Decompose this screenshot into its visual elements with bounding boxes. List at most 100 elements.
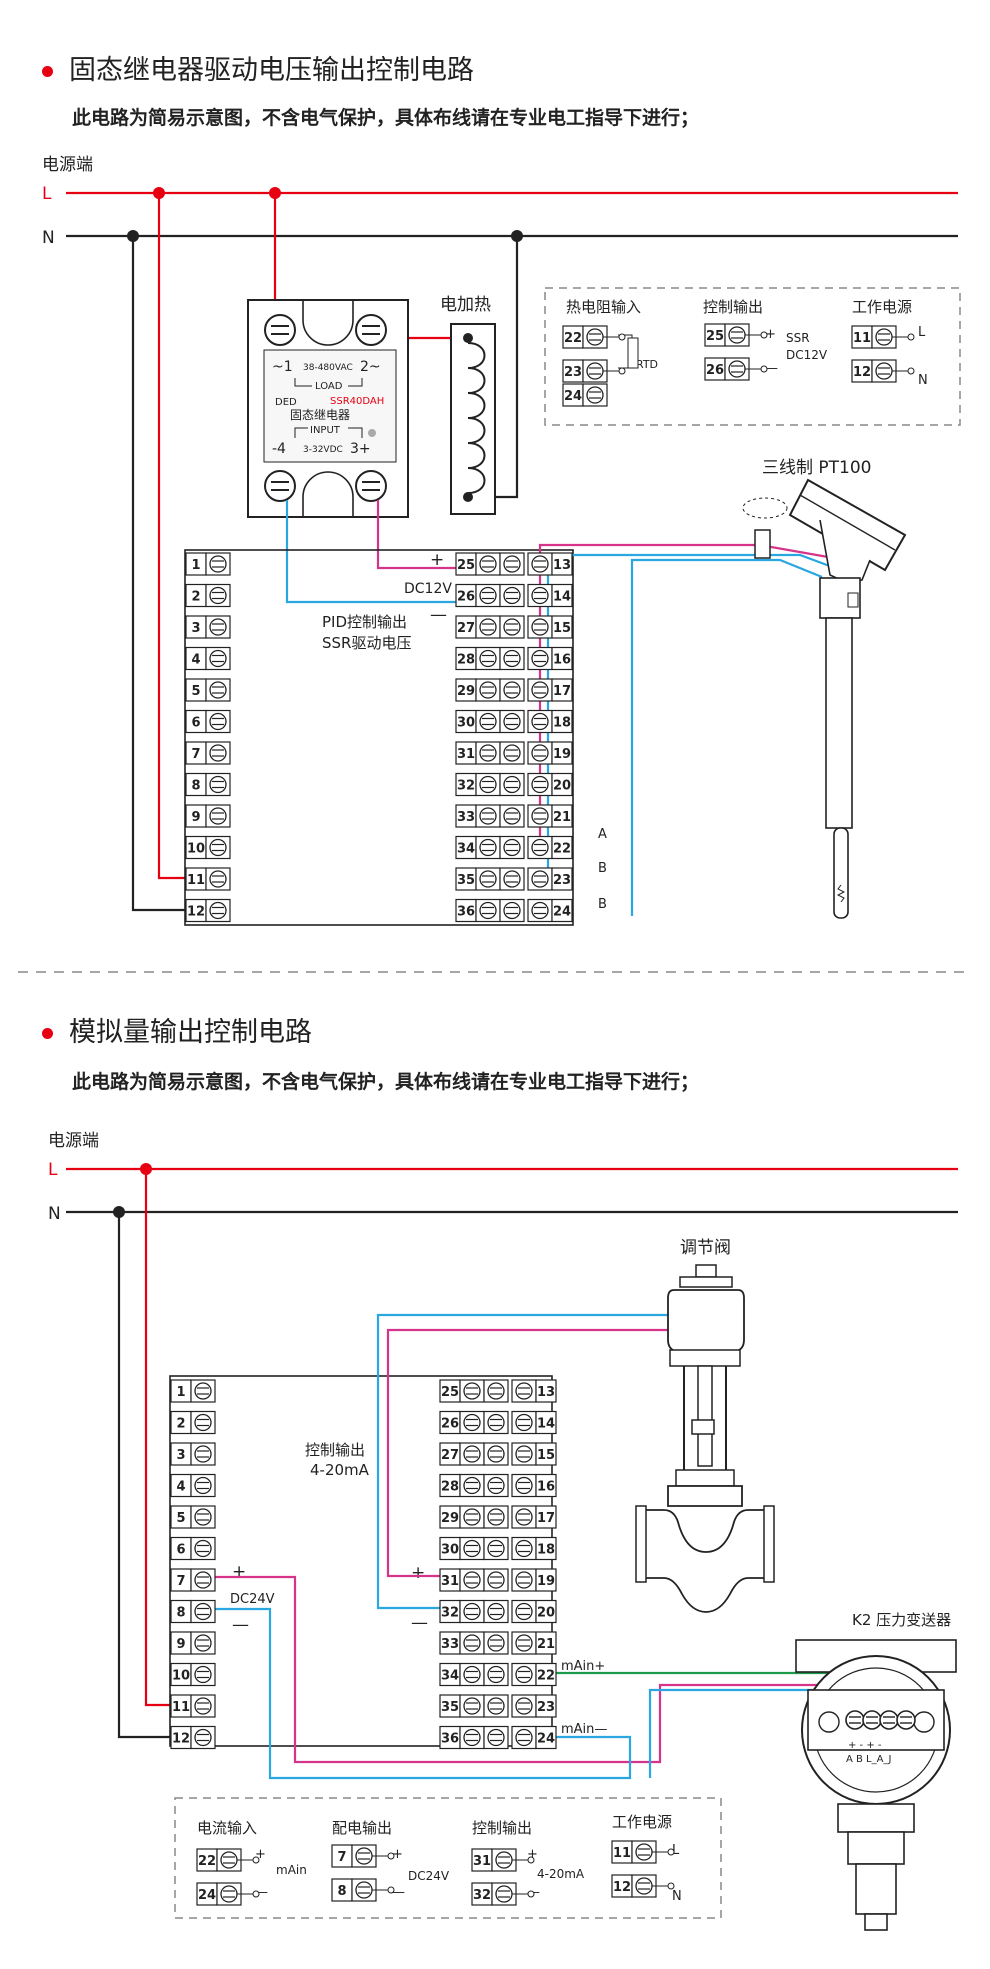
svg-text:+: + bbox=[765, 327, 776, 342]
terminal-22: 22 bbox=[527, 835, 573, 860]
terminal-label: 12 bbox=[172, 1732, 190, 1747]
terminal-17: 17 bbox=[527, 678, 573, 702]
legend-terminal-8: 8 bbox=[331, 1878, 377, 1902]
section2-note: 此电路为简易示意图，不含电气保护，具体布线请在专业电工指导下进行； bbox=[72, 1071, 700, 1093]
terminal-14: 14 bbox=[511, 1410, 557, 1435]
terminal-label: 16 bbox=[553, 653, 571, 668]
terminal-36: 36 bbox=[455, 898, 525, 923]
terminal-24: 24 bbox=[511, 1725, 557, 1750]
terminal-5: 5 bbox=[185, 678, 231, 702]
terminal-18: 18 bbox=[511, 1536, 557, 1561]
terminal-label: 24 bbox=[198, 1888, 216, 1903]
terminal-label: 30 bbox=[441, 1543, 459, 1558]
terminal-label: 26 bbox=[457, 590, 475, 605]
svg-text:电源端: 电源端 bbox=[48, 1131, 99, 1151]
controller-terminal-block-2 bbox=[169, 1375, 553, 1747]
svg-text:B: B bbox=[598, 897, 607, 912]
terminal-30: 30 bbox=[439, 1536, 509, 1561]
terminal-33: 33 bbox=[455, 804, 525, 828]
legend-terminal-22: 22 bbox=[562, 325, 608, 349]
terminal-35: 35 bbox=[455, 867, 525, 891]
terminal-10: 10 bbox=[185, 835, 231, 860]
terminal-label: 32 bbox=[441, 1606, 459, 1621]
terminal-7: 7 bbox=[185, 741, 231, 765]
terminal-9: 9 bbox=[170, 1631, 216, 1655]
svg-text:DC24V: DC24V bbox=[230, 1592, 275, 1607]
terminal-2: 2 bbox=[185, 583, 231, 608]
legend-section2: 电流输入 配电输出 控制输出 工作电源 + mAin — + DC24V — +… bbox=[174, 1797, 722, 1919]
terminal-8: 8 bbox=[185, 772, 231, 797]
svg-text:—: — bbox=[411, 1613, 428, 1633]
terminal-label: 31 bbox=[473, 1854, 491, 1869]
terminal-23: 23 bbox=[527, 867, 573, 891]
terminal-32: 32 bbox=[439, 1599, 509, 1624]
terminal-33: 33 bbox=[439, 1631, 509, 1655]
terminal-25: 25 bbox=[455, 552, 525, 576]
legend-terminal-11: 11 bbox=[851, 325, 897, 349]
svg-text:+: + bbox=[527, 1847, 538, 1862]
svg-text:控制输出: 控制输出 bbox=[703, 298, 763, 316]
terminal-16: 16 bbox=[527, 646, 573, 671]
terminal-label: 35 bbox=[457, 873, 475, 888]
terminal-label: 36 bbox=[457, 905, 475, 920]
terminal-label: 10 bbox=[172, 1669, 190, 1684]
terminal-label: 24 bbox=[537, 1732, 555, 1747]
terminal-1: 1 bbox=[170, 1379, 216, 1403]
svg-text:+: + bbox=[255, 1847, 266, 1862]
svg-text:DED: DED bbox=[275, 397, 297, 408]
terminal-label: 22 bbox=[537, 1669, 555, 1684]
terminal-3: 3 bbox=[185, 615, 231, 639]
svg-text:调节阀: 调节阀 bbox=[680, 1238, 731, 1258]
terminal-label: 26 bbox=[441, 1417, 459, 1432]
terminal-label: 29 bbox=[441, 1511, 459, 1526]
terminal-label: 28 bbox=[441, 1480, 459, 1495]
bullet-icon bbox=[42, 66, 53, 77]
section2-title: 模拟量输出控制电路 bbox=[42, 1010, 312, 1049]
terminal-label: 27 bbox=[457, 621, 475, 636]
terminal-label: 23 bbox=[564, 365, 582, 380]
svg-text:B: B bbox=[598, 861, 607, 876]
terminal-label: 7 bbox=[176, 1574, 185, 1589]
terminal-12: 12 bbox=[185, 898, 231, 923]
terminal-label: 11 bbox=[187, 873, 205, 888]
svg-text:4-20mA: 4-20mA bbox=[537, 1867, 585, 1881]
legend-section1: 热电阻输入 控制输出 工作电源 RTD + SSR DC12V — L N bbox=[544, 287, 961, 426]
terminal-label: 12 bbox=[853, 365, 871, 380]
svg-text:3-32VDC: 3-32VDC bbox=[303, 445, 343, 455]
svg-text:4-20mA: 4-20mA bbox=[310, 1461, 370, 1479]
legend-terminal-11: 11 bbox=[611, 1840, 657, 1864]
terminal-label: 12 bbox=[187, 905, 205, 920]
svg-text:—: — bbox=[232, 1615, 249, 1635]
legend-terminal-23: 23 bbox=[562, 359, 608, 383]
pt100-sensor: 三线制 PT100 bbox=[742, 458, 907, 919]
svg-text:+ - + -: + - + - bbox=[848, 1740, 882, 1751]
terminal-11: 11 bbox=[185, 867, 231, 891]
terminal-label: 1 bbox=[191, 558, 200, 573]
svg-text:+: + bbox=[411, 1563, 425, 1583]
svg-text:PID控制输出: PID控制输出 bbox=[322, 613, 407, 631]
terminal-label: 3 bbox=[191, 621, 200, 636]
legend-terminal-24: 24 bbox=[562, 383, 608, 407]
terminal-29: 29 bbox=[455, 678, 525, 702]
terminal-label: 22 bbox=[553, 842, 571, 857]
terminal-28: 28 bbox=[455, 646, 525, 671]
section1-note: 此电路为简易示意图，不含电气保护，具体布线请在专业电工指导下进行； bbox=[72, 107, 700, 129]
terminal-6: 6 bbox=[185, 709, 231, 734]
terminal-17: 17 bbox=[511, 1505, 557, 1529]
terminal-19: 19 bbox=[527, 741, 573, 765]
terminal-27: 27 bbox=[455, 615, 525, 639]
svg-text:N: N bbox=[672, 1889, 682, 1904]
terminal-5: 5 bbox=[170, 1505, 216, 1529]
terminal-21: 21 bbox=[511, 1631, 557, 1655]
svg-text:INPUT: INPUT bbox=[310, 425, 341, 436]
svg-text:mAin+: mAin+ bbox=[561, 1659, 605, 1674]
svg-text:+: + bbox=[232, 1562, 246, 1582]
svg-text:控制输出: 控制输出 bbox=[472, 1819, 532, 1837]
svg-text:配电输出: 配电输出 bbox=[332, 1819, 392, 1837]
svg-text:SSR驱动电压: SSR驱动电压 bbox=[322, 634, 411, 652]
terminal-31: 31 bbox=[455, 741, 525, 765]
terminal-9: 9 bbox=[185, 804, 231, 828]
svg-text:电加热: 电加热 bbox=[440, 295, 491, 315]
svg-text:mAin—: mAin— bbox=[561, 1722, 607, 1737]
terminal-label: 20 bbox=[553, 779, 571, 794]
